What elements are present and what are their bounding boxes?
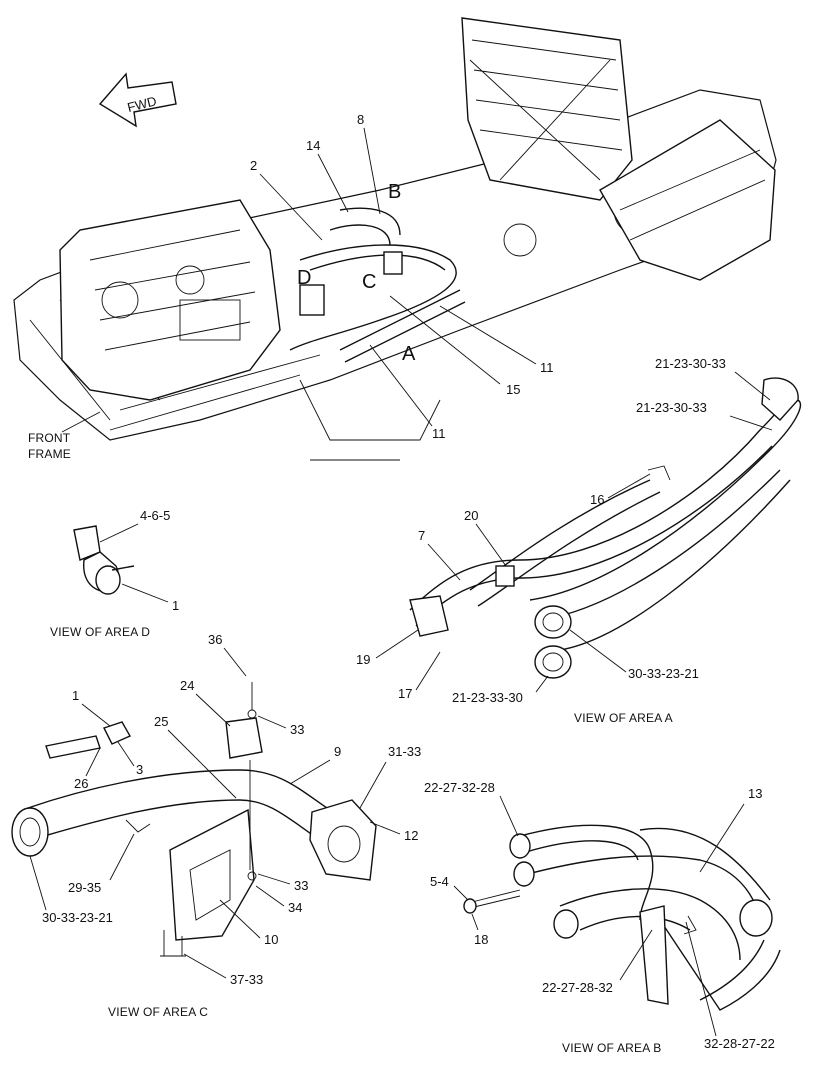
area-letter-b: B <box>388 181 401 203</box>
callout-37-33: 37-33 <box>230 972 263 987</box>
callout-30-33-23-21-area-c: 30-33-23-21 <box>42 910 113 925</box>
callout-11-lower: 11 <box>432 426 446 441</box>
callout-13: 13 <box>748 786 762 801</box>
callout-34: 34 <box>288 900 302 915</box>
callout-16: 16 <box>590 492 604 507</box>
callout-29-35: 29-35 <box>68 880 101 895</box>
front-frame-label: FRONT FRAME <box>28 411 101 461</box>
main-assembly-illustration <box>13 17 777 461</box>
callout-18: 18 <box>474 932 488 947</box>
fwd-label: FWD <box>126 93 158 115</box>
callout-31-33: 31-33 <box>388 744 421 759</box>
callout-24: 24 <box>180 678 194 693</box>
callout-22-27-32-28: 22-27-32-28 <box>424 780 495 795</box>
callout-30-33-23-21-area-a: 30-33-23-21 <box>628 666 699 681</box>
callout-10: 10 <box>264 932 278 947</box>
area-d-title: VIEW OF AREA D <box>50 625 150 639</box>
callout-26: 26 <box>74 776 88 791</box>
callout-11-upper: 11 <box>540 360 554 375</box>
callout-1-area-d: 1 <box>172 598 179 613</box>
area-b-illustration <box>463 824 781 1011</box>
callout-5-4: 5-4 <box>430 874 449 889</box>
callout-15: 15 <box>506 382 520 397</box>
svg-text:FRONT: FRONT <box>28 431 71 445</box>
callout-19: 19 <box>356 652 370 667</box>
callout-36: 36 <box>208 632 222 647</box>
area-letter-c: C <box>362 271 376 293</box>
callout-22-27-28-32: 22-27-28-32 <box>542 980 613 995</box>
callout-8: 8 <box>357 112 364 127</box>
callout-12: 12 <box>404 828 418 843</box>
area-letter-d: D <box>297 267 311 289</box>
fwd-arrow-icon: FWD <box>98 72 177 128</box>
callout-9: 9 <box>334 744 341 759</box>
area-a-title: VIEW OF AREA A <box>574 711 673 725</box>
callout-33-lower: 33 <box>294 878 308 893</box>
callout-20: 20 <box>464 508 478 523</box>
area-c-title: VIEW OF AREA C <box>108 1005 208 1019</box>
callout-32-28-27-22: 32-28-27-22 <box>704 1036 775 1051</box>
callout-14: 14 <box>306 138 320 153</box>
callout-1-area-c: 1 <box>72 688 79 703</box>
callout-2: 2 <box>250 158 257 173</box>
callout-21-23-30-33-top: 21-23-30-33 <box>655 356 726 371</box>
callout-25: 25 <box>154 714 168 729</box>
callout-17: 17 <box>398 686 412 701</box>
area-b-title: VIEW OF AREA B <box>562 1041 662 1055</box>
callout-21-23-33-30: 21-23-33-30 <box>452 690 523 705</box>
callout-3: 3 <box>136 762 143 777</box>
callout-21-23-30-33-second: 21-23-30-33 <box>636 400 707 415</box>
callout-4-6-5: 4-6-5 <box>140 508 170 523</box>
area-a-illustration <box>409 377 802 679</box>
area-letter-a: A <box>402 343 416 365</box>
svg-text:FRAME: FRAME <box>28 447 71 461</box>
area-c-illustration <box>11 682 377 957</box>
callout-7: 7 <box>418 528 425 543</box>
callout-33-upper: 33 <box>290 722 304 737</box>
area-d-illustration <box>73 525 135 595</box>
